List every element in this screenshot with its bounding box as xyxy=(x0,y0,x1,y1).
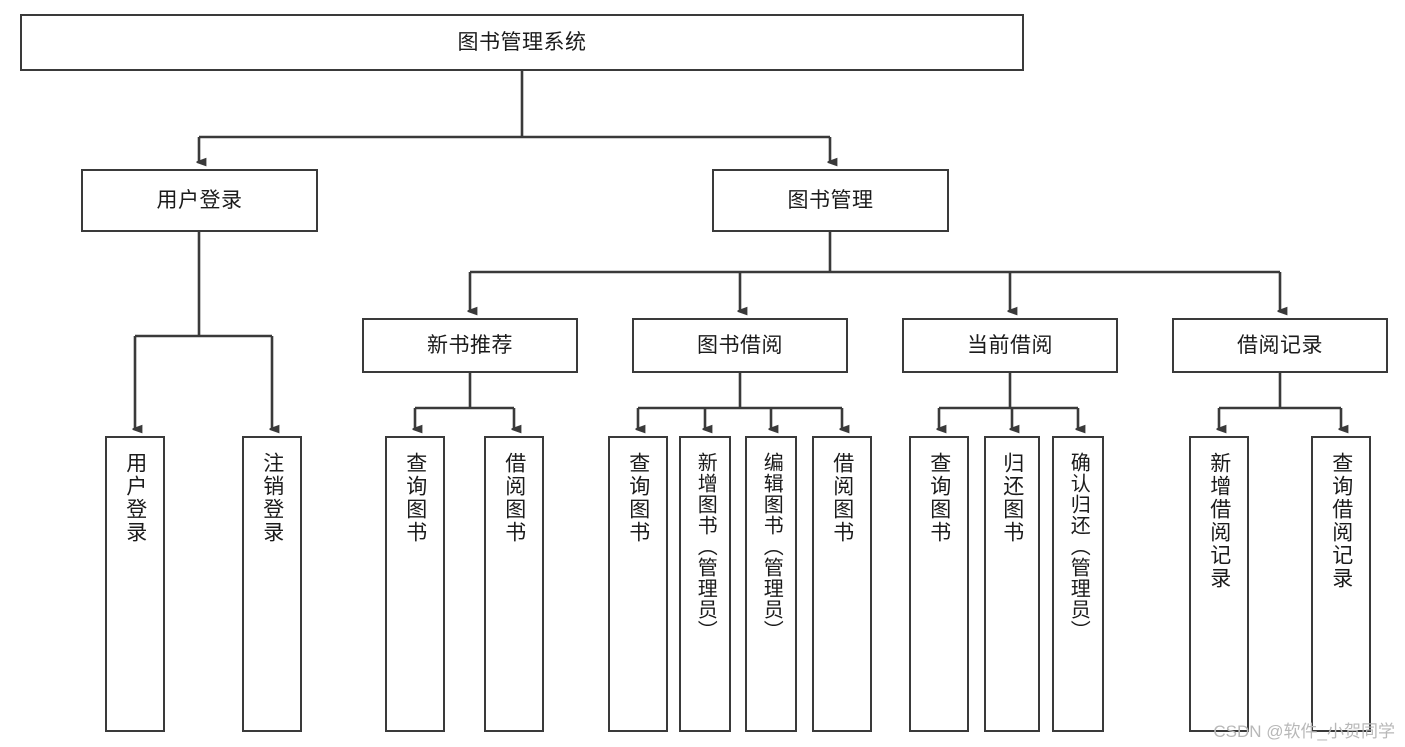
node-book-borrow-label: 图书借阅 xyxy=(697,333,783,357)
node-leaf-query-record-label: 查询借阅记录 xyxy=(1329,452,1353,590)
node-leaf-return-book-label: 归还图书 xyxy=(1000,452,1024,544)
node-user-login-label: 用户登录 xyxy=(156,188,243,212)
node-leaf-user-login-label: 用户登录 xyxy=(123,452,147,544)
node-root-label: 图书管理系统 xyxy=(457,30,587,54)
node-leaf-borrow-book-1-label: 借阅图书 xyxy=(502,452,526,544)
node-leaf-query-book-3[interactable]: 查询图书 xyxy=(909,436,969,732)
node-leaf-edit-book-label: 编辑图书（管理员） xyxy=(760,452,783,641)
node-leaf-logout-label: 注销登录 xyxy=(260,452,284,544)
node-leaf-edit-book[interactable]: 编辑图书（管理员） xyxy=(745,436,797,732)
node-borrow-record[interactable]: 借阅记录 xyxy=(1172,318,1388,373)
node-borrow-record-label: 借阅记录 xyxy=(1237,333,1323,357)
node-current-borrow[interactable]: 当前借阅 xyxy=(902,318,1118,373)
node-book-borrow[interactable]: 图书借阅 xyxy=(632,318,848,373)
node-leaf-confirm-return-label: 确认归还（管理员） xyxy=(1067,452,1090,641)
node-leaf-query-book-1[interactable]: 查询图书 xyxy=(385,436,445,732)
watermark: CSDN @软件_小贺同学 xyxy=(1213,722,1395,741)
node-leaf-add-record[interactable]: 新增借阅记录 xyxy=(1189,436,1249,732)
node-leaf-add-book[interactable]: 新增图书（管理员） xyxy=(679,436,731,732)
node-leaf-add-record-label: 新增借阅记录 xyxy=(1207,452,1231,590)
node-leaf-logout[interactable]: 注销登录 xyxy=(242,436,302,732)
node-leaf-borrow-book-2[interactable]: 借阅图书 xyxy=(812,436,872,732)
node-leaf-query-book-3-label: 查询图书 xyxy=(927,452,951,544)
node-leaf-query-book-2-label: 查询图书 xyxy=(626,452,650,544)
node-leaf-query-book-1-label: 查询图书 xyxy=(403,452,427,544)
node-leaf-user-login[interactable]: 用户登录 xyxy=(105,436,165,732)
node-leaf-borrow-book-1[interactable]: 借阅图书 xyxy=(484,436,544,732)
node-new-book-rec[interactable]: 新书推荐 xyxy=(362,318,578,373)
node-leaf-query-book-2[interactable]: 查询图书 xyxy=(608,436,668,732)
node-leaf-add-book-label: 新增图书（管理员） xyxy=(694,452,717,641)
node-leaf-query-record[interactable]: 查询借阅记录 xyxy=(1311,436,1371,732)
node-book-manage-label: 图书管理 xyxy=(787,188,874,212)
node-leaf-confirm-return[interactable]: 确认归还（管理员） xyxy=(1052,436,1104,732)
node-book-manage[interactable]: 图书管理 xyxy=(712,169,949,232)
node-leaf-return-book[interactable]: 归还图书 xyxy=(984,436,1040,732)
node-current-borrow-label: 当前借阅 xyxy=(967,333,1053,357)
node-new-book-rec-label: 新书推荐 xyxy=(427,333,513,357)
node-leaf-borrow-book-2-label: 借阅图书 xyxy=(830,452,854,544)
node-user-login[interactable]: 用户登录 xyxy=(81,169,318,232)
node-root[interactable]: 图书管理系统 xyxy=(20,14,1024,71)
